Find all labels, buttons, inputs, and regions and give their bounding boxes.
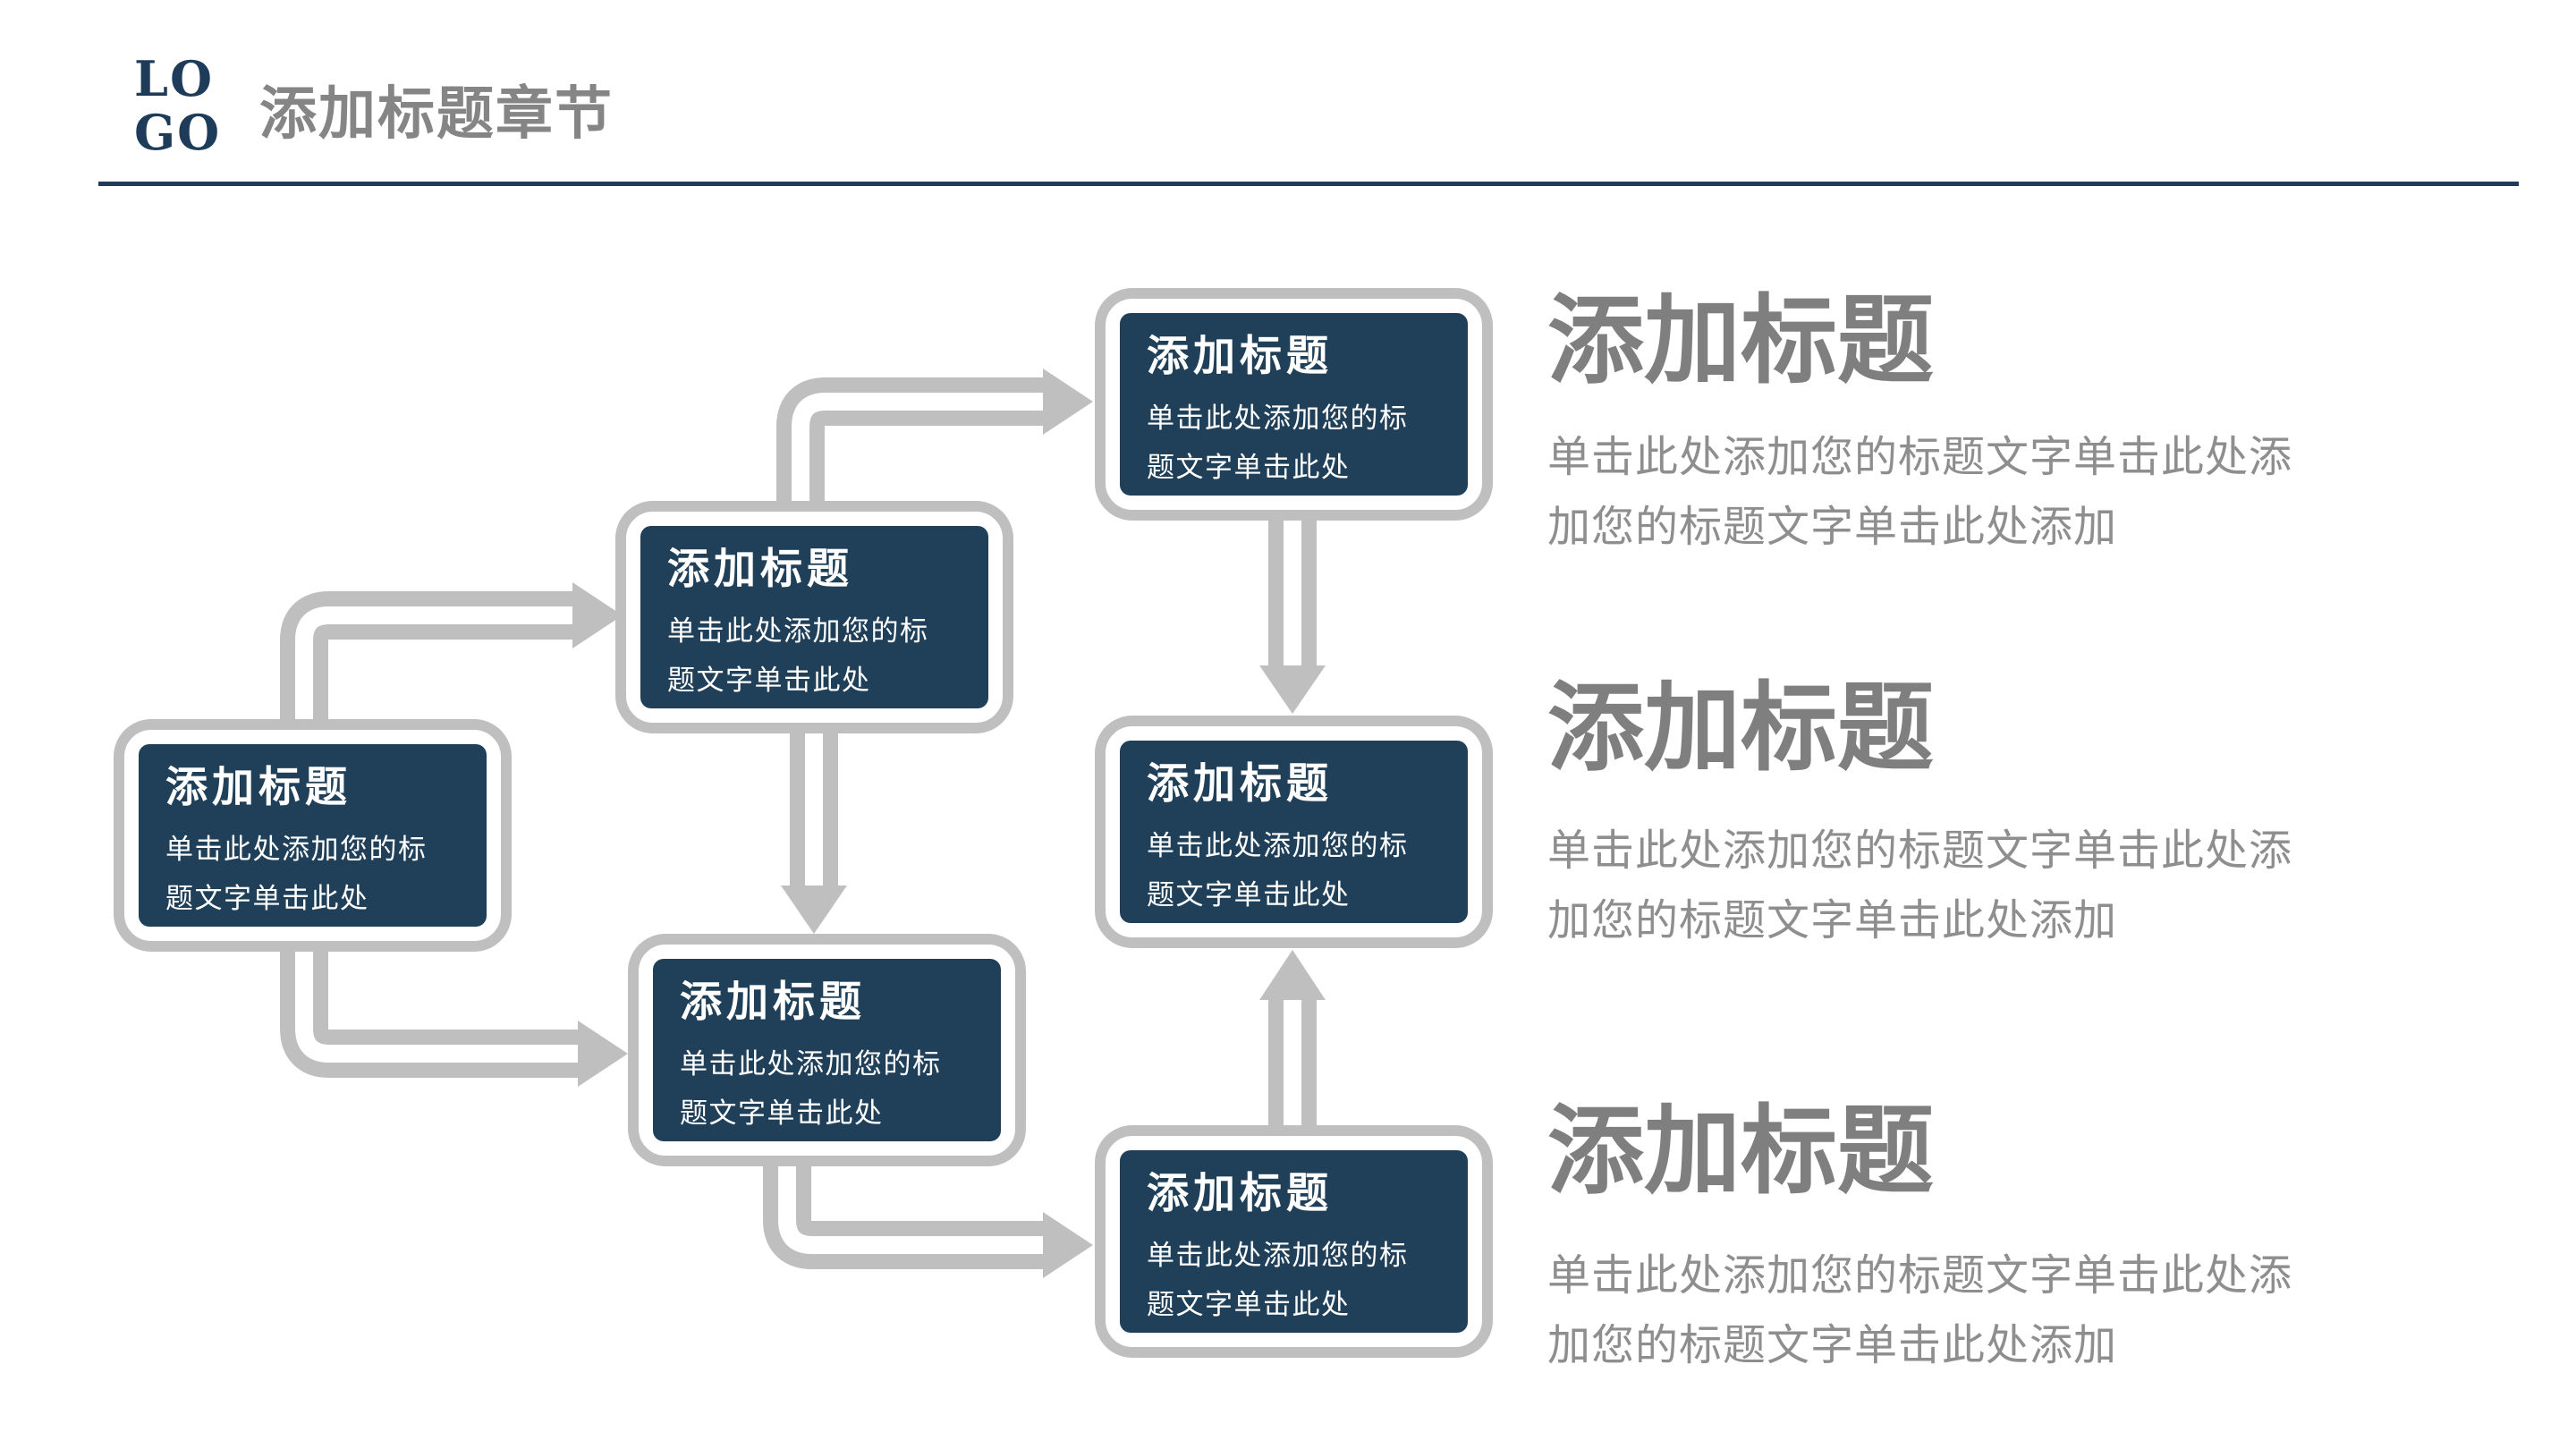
flow-box-5-card: 添加标题 单击此处添加您的标题文字单击此处 [1120,741,1468,923]
section-2-heading[interactable]: 添加标题 [1547,674,1935,782]
flow-box-4-body: 单击此处添加您的标题文字单击此处 [1147,402,1409,483]
section-1-body[interactable]: 单击此处添加您的标题文字单击此处添加您的标题文字单击此处添加 [1547,434,2293,551]
connector-box2-to-box4 [776,369,1093,510]
flow-box-3[interactable]: 添加标题 单击此处添加您的标题文字单击此处 [628,934,1026,1166]
arrowhead-right-icon [1043,369,1093,435]
flow-box-2-title: 添加标题 [667,545,853,592]
flow-box-1-card: 添加标题 单击此处添加您的标题文字单击此处 [139,744,487,927]
flow-box-3-body: 单击此处添加您的标题文字单击此处 [680,1048,942,1129]
flow-box-2-body: 单击此处添加您的标题文字单击此处 [667,615,929,696]
header-divider [98,182,2519,186]
section-3-heading[interactable]: 添加标题 [1547,1097,1935,1205]
connector-box3-to-box6 [763,1157,1093,1278]
flow-box-6-body: 单击此处添加您的标题文字单击此处 [1147,1240,1409,1320]
flow-box-3-title: 添加标题 [680,978,866,1025]
arrowhead-right-icon [572,582,623,648]
flow-box-4-card: 添加标题 单击此处添加您的标题文字单击此处 [1120,313,1468,496]
flow-box-1[interactable]: 添加标题 单击此处添加您的标题文字单击此处 [114,719,512,952]
flow-box-4-title: 添加标题 [1147,332,1333,379]
logo-line-2: GO [134,104,222,161]
flow-box-5-body: 单击此处添加您的标题文字单击此处 [1147,830,1409,911]
flow-box-4[interactable]: 添加标题 单击此处添加您的标题文字单击此处 [1095,288,1493,521]
flow-box-1-body: 单击此处添加您的标题文字单击此处 [165,834,428,914]
flow-box-1-title: 添加标题 [165,763,352,810]
arrowhead-up-icon [1259,950,1326,1000]
arrowhead-right-icon [578,1021,628,1087]
connector-box4-to-box5 [1259,515,1326,714]
arrowhead-down-icon [781,886,847,934]
arrowhead-right-icon [1043,1212,1093,1278]
section-1-heading[interactable]: 添加标题 [1547,286,1935,394]
flow-box-2[interactable]: 添加标题 单击此处添加您的标题文字单击此处 [615,501,1013,733]
connector-box2-to-box3 [781,728,847,934]
logo: LO GO [134,52,221,159]
flow-box-5[interactable]: 添加标题 单击此处添加您的标题文字单击此处 [1095,716,1493,948]
section-2-body[interactable]: 单击此处添加您的标题文字单击此处添加您的标题文字单击此处添加 [1547,827,2293,945]
connector-box6-to-box5 [1259,950,1326,1131]
logo-line-1: LO [134,50,215,107]
connector-box1-to-box2 [280,582,623,730]
flow-box-6-title: 添加标题 [1147,1169,1333,1216]
flow-box-5-title: 添加标题 [1147,759,1333,807]
flow-box-3-card: 添加标题 单击此处添加您的标题文字单击此处 [653,959,1001,1141]
flow-box-6-card: 添加标题 单击此处添加您的标题文字单击此处 [1120,1150,1468,1333]
flow-box-6[interactable]: 添加标题 单击此处添加您的标题文字单击此处 [1095,1125,1493,1358]
connector-box1-to-box3 [280,943,628,1087]
section-3-body[interactable]: 单击此处添加您的标题文字单击此处添加您的标题文字单击此处添加 [1547,1252,2293,1369]
page-title: 添加标题章节 [259,81,614,146]
flow-box-2-card: 添加标题 单击此处添加您的标题文字单击此处 [640,526,988,708]
arrowhead-down-icon [1259,665,1326,714]
